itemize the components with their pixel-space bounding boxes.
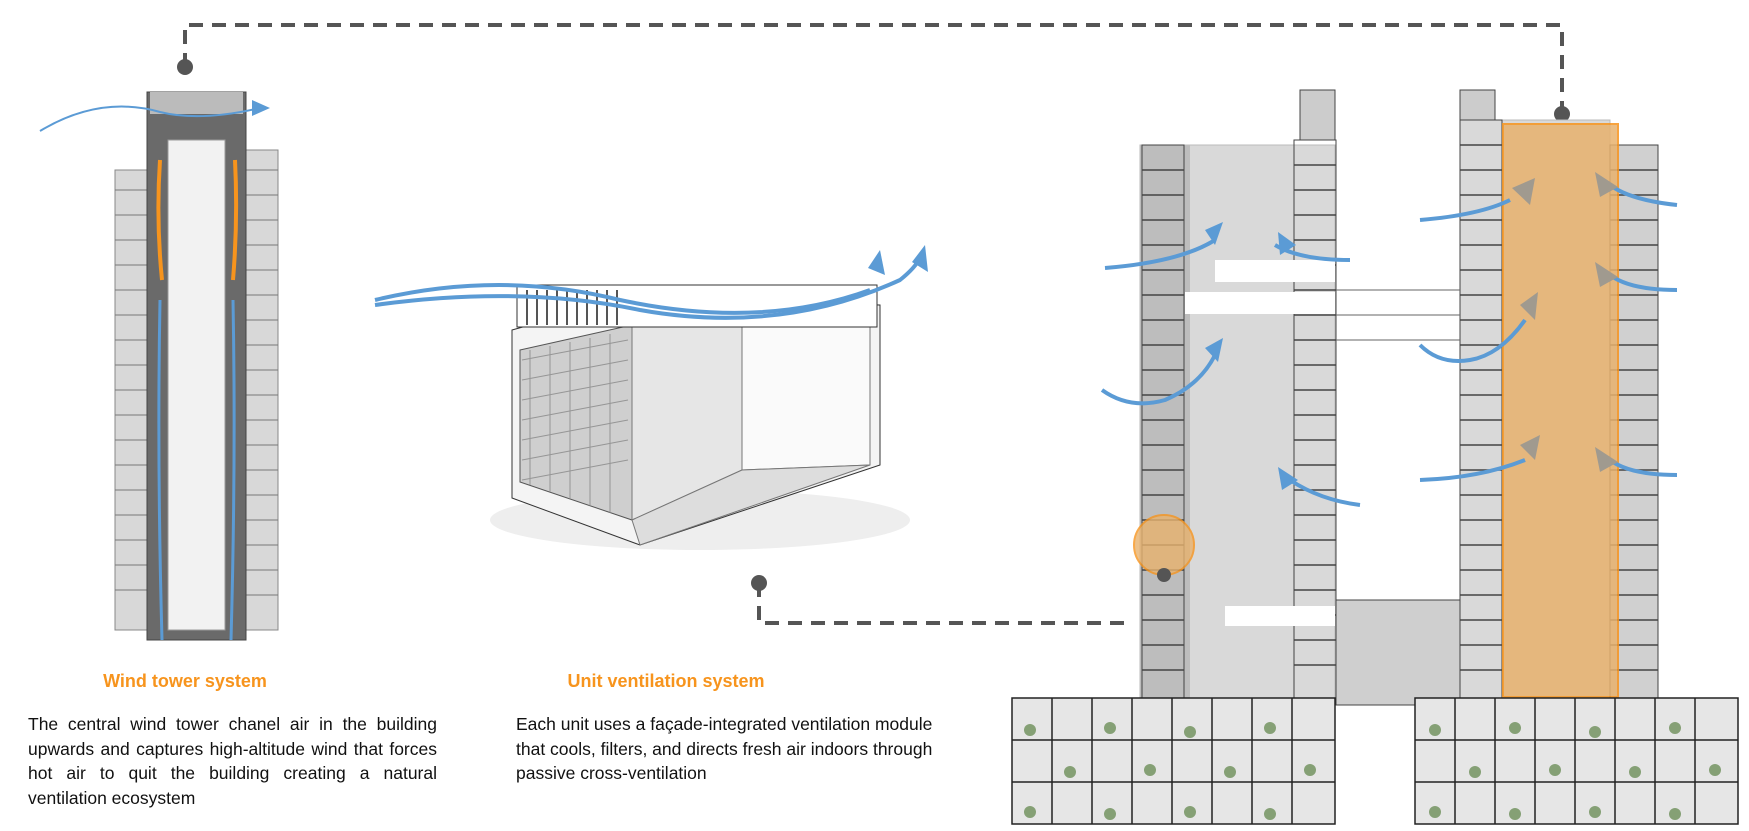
podium-units-left (1011, 697, 1336, 825)
podium-units-right (1414, 697, 1739, 825)
unit-ventilation-description: Each unit uses a façade-integrated venti… (516, 714, 933, 783)
connector-top (177, 23, 1570, 122)
wind-tower-description: The central wind tower chanel air in the… (28, 714, 437, 808)
building-section-illustration (1011, 89, 1739, 825)
unit-ventilation-illustration (374, 245, 928, 550)
connector-bottom (751, 575, 1132, 625)
wind-tower-illustration (39, 91, 279, 641)
wind-tower-title: Wind tower system (103, 671, 267, 691)
unit-ventilation-title: Unit ventilation system (567, 671, 765, 691)
